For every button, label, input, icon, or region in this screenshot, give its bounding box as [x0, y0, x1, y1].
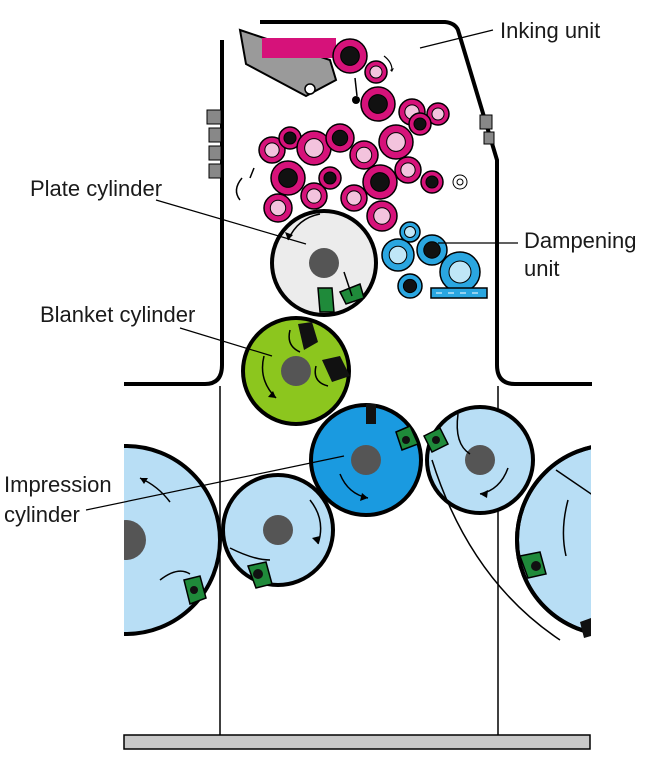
gripper-icon [317, 271, 365, 313]
roller [349, 140, 379, 170]
large-drum-right [515, 445, 591, 638]
base-plate [123, 734, 591, 750]
label-impression-cylinder-line1: Impression [4, 472, 112, 497]
gripper-icon [366, 404, 420, 451]
roller [381, 238, 415, 272]
roller [399, 221, 421, 243]
roller [258, 136, 286, 164]
roller [362, 164, 398, 200]
ink-roller-group [258, 38, 450, 232]
leader-lines [85, 29, 518, 511]
roller [439, 251, 481, 293]
rotation-arrow-icon [383, 55, 393, 71]
label-inking-unit: Inking unit [500, 18, 600, 43]
dampening-unit [381, 221, 488, 299]
dampening-roller-group [381, 221, 481, 299]
roller [278, 126, 302, 150]
roller [394, 156, 422, 184]
roller [300, 182, 328, 210]
inking-unit [235, 28, 468, 232]
transfer-cylinder-right [422, 405, 561, 641]
transfer-cylinder-lower [221, 473, 335, 589]
roller [318, 166, 342, 190]
impression-cylinder [309, 403, 423, 517]
gripper-icon [288, 322, 350, 387]
ink-fountain-ink [262, 38, 336, 58]
roller [296, 130, 332, 166]
roller [408, 112, 432, 136]
roller [364, 60, 388, 84]
blanket-cylinder [241, 316, 351, 426]
gripper-icon [247, 561, 273, 589]
roller [332, 38, 368, 74]
plate-cylinder [270, 209, 378, 317]
rotation-arrow-icon [309, 499, 322, 545]
roller [360, 86, 396, 122]
roller [366, 200, 398, 232]
water-pan [430, 287, 488, 299]
roller [325, 123, 355, 153]
rotation-arrow-icon [562, 499, 569, 557]
label-dampening-unit-line1: Dampening [524, 228, 637, 253]
gripper-icon [183, 575, 207, 605]
paper-path [431, 459, 561, 641]
roller [340, 184, 368, 212]
label-dampening-unit-line2: unit [524, 256, 559, 281]
roller [263, 193, 293, 223]
machine-frame [123, 20, 592, 750]
label-impression-cylinder-line2: cylinder [4, 502, 80, 527]
label-plate-cylinder: Plate cylinder [30, 176, 162, 201]
roller [378, 124, 414, 160]
roller [397, 273, 423, 299]
label-blanket-cylinder: Blanket cylinder [40, 302, 195, 327]
roller [270, 160, 306, 196]
roller [426, 102, 450, 126]
gripper-icon [422, 426, 450, 454]
labels: Inking unit Plate cylinder Dampening uni… [4, 18, 637, 527]
gripper-icon [518, 551, 591, 638]
roller [416, 234, 448, 266]
large-drum-left [124, 444, 222, 636]
roller [420, 170, 444, 194]
